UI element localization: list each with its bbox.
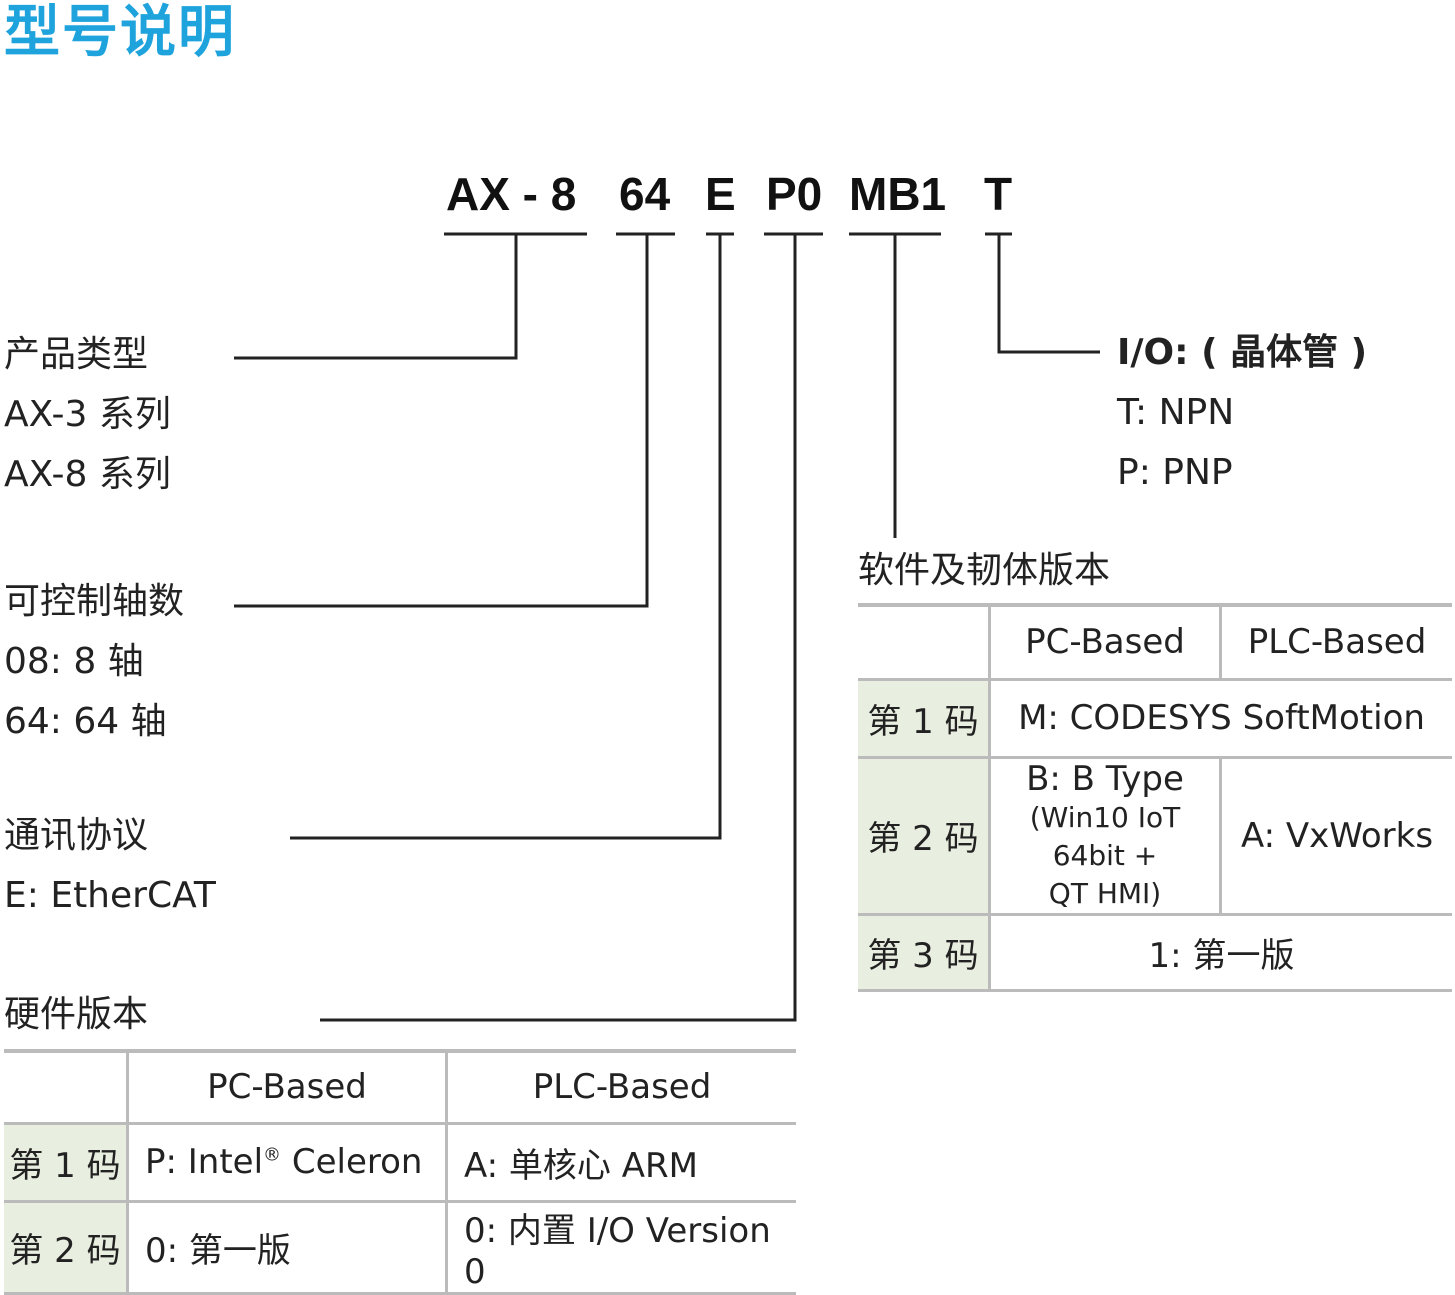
leader-protocol (290, 234, 722, 840)
code-segment-protocol: E (705, 168, 736, 220)
group-protocol: 通讯协议 E: EtherCAT (4, 806, 216, 926)
page-title: 型号说明 (4, 0, 236, 65)
protocol-heading: 通讯协议 (4, 815, 149, 856)
group-io: I/O: ( 晶体管 ) T: NPN P: PNP (1117, 323, 1367, 503)
software-row-merged: M: CODESYS SoftMotion (988, 679, 1452, 759)
hardware-col-plc: PLC-Based (445, 1049, 796, 1125)
product-type-item: AX-3 系列 (4, 394, 171, 435)
software-heading: 软件及韧体版本 (858, 550, 1111, 591)
io-item: T: NPN (1117, 392, 1235, 433)
group-product-type: 产品类型 AX-3 系列 AX-8 系列 (4, 325, 171, 505)
hardware-col-pc: PC-Based (126, 1049, 447, 1125)
code-segment-hardware: P0 (766, 168, 823, 220)
hardware-pc-text: Celeron (281, 1142, 423, 1182)
hardware-cell-plc: A: 单核心 ARM (445, 1123, 796, 1203)
hardware-cell-pc: 0: 第一版 (126, 1201, 447, 1295)
io-heading: I/O: ( 晶体管 ) (1117, 332, 1368, 373)
leader-axes (234, 234, 649, 608)
leader-product-type (234, 234, 518, 360)
software-table: PC-Based PLC-Based 第 1 码 M: CODESYS Soft… (858, 603, 1452, 992)
axes-item: 08: 8 轴 (4, 641, 144, 682)
software-row-label: 第 2 码 (858, 757, 990, 916)
software-pc-line: (Win10 IoT 64bit + (1029, 800, 1181, 872)
product-type-item: AX-8 系列 (4, 454, 171, 495)
code-segment-series: AX - 8 (446, 168, 577, 220)
software-row-label: 第 3 码 (858, 914, 990, 992)
hardware-heading: 硬件版本 (4, 994, 149, 1035)
hardware-row-label: 第 2 码 (4, 1201, 128, 1295)
software-row-merged: 1: 第一版 (988, 914, 1452, 992)
leader-io (997, 234, 1100, 354)
software-col-plc: PLC-Based (1219, 603, 1452, 681)
hardware-cell-plc: 0: 内置 I/O Version 0 (445, 1201, 796, 1295)
io-item: P: PNP (1117, 452, 1233, 493)
leader-hardware (320, 234, 797, 1022)
axes-item: 64: 64 轴 (4, 701, 167, 742)
code-segment-io: T (984, 168, 1013, 220)
code-segment-software: MB1 (849, 168, 947, 220)
protocol-item: E: EtherCAT (4, 875, 216, 916)
hardware-table: PC-Based PLC-Based 第 1 码 P: Intel® Celer… (4, 1049, 796, 1295)
software-cell-plc: A: VxWorks (1219, 757, 1452, 916)
software-row-label: 第 1 码 (858, 679, 990, 759)
software-table-corner (858, 603, 990, 681)
hardware-table-corner (4, 1049, 128, 1125)
group-axes: 可控制轴数 08: 8 轴 64: 64 轴 (4, 572, 184, 752)
hardware-cell-pc: P: Intel® Celeron (126, 1123, 447, 1203)
software-pc-line: B: B Type (1026, 758, 1184, 799)
hardware-row-label: 第 1 码 (4, 1123, 128, 1203)
code-segment-axes: 64 (619, 168, 671, 220)
software-pc-line: QT HMI) (1048, 876, 1162, 910)
hardware-pc-text: P: Intel (145, 1142, 264, 1182)
registered-mark: ® (263, 1144, 282, 1166)
axes-heading: 可控制轴数 (4, 581, 185, 622)
product-type-heading: 产品类型 (4, 334, 149, 375)
software-cell-pc: B: B Type (Win10 IoT 64bit + QT HMI) (988, 757, 1221, 916)
software-col-pc: PC-Based (988, 603, 1221, 681)
